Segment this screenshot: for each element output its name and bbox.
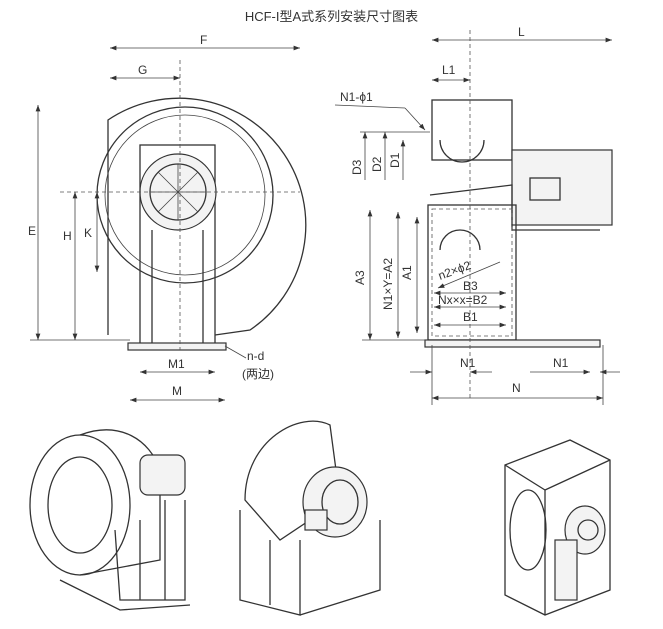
dim-D3: D3 <box>350 159 364 175</box>
dim-K: K <box>84 226 92 240</box>
dim-M1: M1 <box>168 357 185 371</box>
base-plate-front <box>424 339 601 348</box>
side-view: F G E H K M1 M n-d (两边) <box>28 33 307 403</box>
fan-scroll-housing <box>107 97 307 336</box>
dim-A3: A3 <box>353 270 367 285</box>
dim-L1: L1 <box>442 63 456 77</box>
motor-body <box>511 149 613 226</box>
dim-L: L <box>518 25 525 39</box>
dim-B3: B3 <box>463 279 478 293</box>
dim-D2: D2 <box>370 156 384 172</box>
dim-F: F <box>200 33 207 47</box>
dim-A1: A1 <box>400 265 414 280</box>
dim-D1: D1 <box>388 152 402 168</box>
dim-M: M <box>172 384 182 398</box>
dim-A2: N1×Y=A2 <box>381 258 395 310</box>
fan-3d-view-3 <box>504 439 611 616</box>
dim-B1: B1 <box>463 310 478 324</box>
fan-3d-view-1 <box>29 429 191 611</box>
label-N1-phi1: N1-ϕ1 <box>340 90 373 104</box>
dim-N1-left: N1 <box>460 356 476 370</box>
dim-H: H <box>63 229 72 243</box>
base-plate <box>127 342 227 351</box>
front-view: L L1 N1-ϕ1 D3 D2 D1 A3 N1×Y=A2 A1 n2×ϕ2 … <box>334 25 620 405</box>
diagram-title: HCF-I型A式系列安装尺寸图表 <box>244 9 419 24</box>
dim-nd: n-d <box>247 349 264 363</box>
dim-G: G <box>138 63 147 77</box>
dim-both-sides: (两边) <box>242 367 274 381</box>
fan-3d-view-2 <box>239 420 381 616</box>
dim-E: E <box>28 224 36 238</box>
dim-N: N <box>512 381 521 395</box>
dim-B2: Nx×x=B2 <box>438 293 488 307</box>
outlet-duct <box>431 99 513 161</box>
dim-N1-right: N1 <box>553 356 569 370</box>
